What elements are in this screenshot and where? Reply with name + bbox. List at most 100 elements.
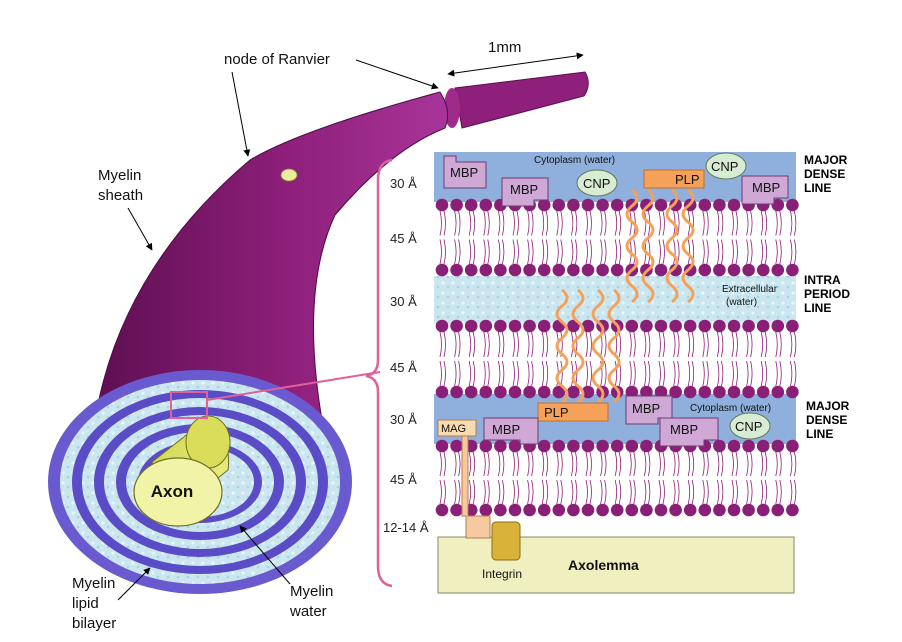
- lipid-tail: [443, 360, 446, 387]
- lipid-head: [581, 439, 595, 453]
- lipid-tail: [648, 451, 651, 477]
- lipid-tail: [541, 451, 545, 477]
- lipid-tail: [794, 451, 797, 477]
- lipid-tail: [458, 360, 461, 387]
- lipid-tail: [502, 210, 505, 236]
- lipid-tail: [512, 331, 515, 358]
- lipid-tail: [502, 360, 505, 387]
- lipid-head: [654, 263, 668, 277]
- lipid-head: [464, 385, 478, 399]
- lipid-tail: [648, 331, 651, 358]
- lipid-tail: [629, 331, 632, 358]
- lipid-head: [523, 385, 536, 399]
- lipid-tail: [735, 331, 738, 358]
- mbp-protein: MBP: [501, 177, 549, 207]
- lipid-head: [756, 385, 770, 399]
- node-bulge: [280, 168, 298, 182]
- myelin-lipid-label-3: bilayer: [72, 615, 116, 632]
- lipid-head: [567, 503, 580, 517]
- lipid-tail: [731, 331, 734, 358]
- lipid-tail: [731, 210, 734, 236]
- lipid-tail: [545, 479, 549, 505]
- lipid-tail: [483, 331, 486, 358]
- lipid-tail: [531, 360, 534, 387]
- cnp-protein: CNP: [705, 152, 747, 180]
- lipid-head: [450, 439, 463, 453]
- lipid-tail: [790, 331, 793, 358]
- myelin-water-label-1: Myelin: [290, 583, 333, 600]
- lipid-tail: [575, 239, 578, 265]
- thickness-label: 45 Å: [390, 472, 417, 487]
- lipid-tail: [439, 331, 442, 358]
- lipid-head: [610, 198, 624, 212]
- lipid-tail: [443, 210, 446, 236]
- svg-text:MBP: MBP: [450, 165, 478, 180]
- lipid-tail: [691, 331, 695, 358]
- lipid-tail: [468, 331, 472, 358]
- lipid-head: [786, 198, 799, 212]
- lipid-tail: [614, 451, 618, 477]
- axon-cylinder: Axon: [133, 415, 231, 527]
- lipid-tail: [691, 360, 695, 387]
- mag-protein: MAG: [437, 419, 491, 539]
- plp-helices-upper: [625, 188, 695, 304]
- lipid-tail: [600, 210, 603, 236]
- region-label: INTRA: [804, 273, 841, 287]
- lipid-tail: [618, 239, 622, 265]
- lipid-tail: [779, 331, 782, 358]
- lipid-tail: [439, 360, 442, 387]
- lipid-head: [742, 439, 755, 453]
- svg-text:MBP: MBP: [752, 180, 780, 195]
- lipid-head: [669, 385, 682, 399]
- lipid-tail: [760, 210, 764, 236]
- svg-text:MAG: MAG: [441, 423, 466, 435]
- lipid-tail: [531, 331, 534, 358]
- lipid-tail: [760, 360, 764, 387]
- lipid-tail: [760, 479, 764, 505]
- lipid-tail: [527, 479, 530, 505]
- lipid-tail: [677, 331, 680, 358]
- lipid-head: [786, 319, 799, 333]
- lipid-head: [450, 503, 463, 517]
- lipid-head: [713, 263, 726, 277]
- lipid-tail: [512, 210, 515, 236]
- lipid-tail: [662, 239, 665, 265]
- lipid-head: [669, 263, 682, 277]
- lipid-head: [683, 503, 697, 517]
- lipid-tail: [545, 210, 549, 236]
- lipid-head: [537, 503, 551, 517]
- lipid-tail: [775, 210, 778, 236]
- region-label: MAJOR: [806, 399, 850, 413]
- lipid-tail: [644, 360, 647, 387]
- lipid-tail: [658, 479, 661, 505]
- thickness-label: 45 Å: [390, 231, 417, 246]
- lipid-tail: [633, 479, 636, 505]
- lipid-head: [581, 263, 595, 277]
- lipid-head: [727, 263, 741, 277]
- lipid-tail: [498, 479, 501, 505]
- lipid-tail: [458, 210, 461, 236]
- lipid-tail: [687, 331, 691, 358]
- lipid-tail: [439, 479, 442, 505]
- lipid-head: [771, 319, 785, 333]
- lipid-tail: [687, 239, 691, 265]
- lipid-tail: [531, 210, 534, 236]
- node-of-ranvier-gap: [444, 88, 460, 128]
- internode-length-label: 1mm: [488, 39, 521, 56]
- lipid-head: [494, 503, 507, 517]
- cytoplasm-top-label: Cytoplasm (water): [534, 155, 615, 166]
- lipid-tail: [454, 239, 457, 265]
- lipid-tail: [439, 239, 442, 265]
- lipid-tail: [790, 451, 793, 477]
- mbp-protein: MBP: [625, 395, 673, 425]
- lipid-tail: [673, 239, 676, 265]
- lipid-tail: [702, 479, 705, 505]
- lipid-tail: [731, 239, 734, 265]
- lipid-tail: [487, 210, 490, 236]
- lipid-tail: [516, 451, 519, 477]
- lipid-tail: [600, 479, 603, 505]
- lipid-tail: [717, 210, 720, 236]
- lipid-tail: [691, 479, 695, 505]
- lipid-tail: [458, 331, 461, 358]
- lipid-tail: [487, 451, 490, 477]
